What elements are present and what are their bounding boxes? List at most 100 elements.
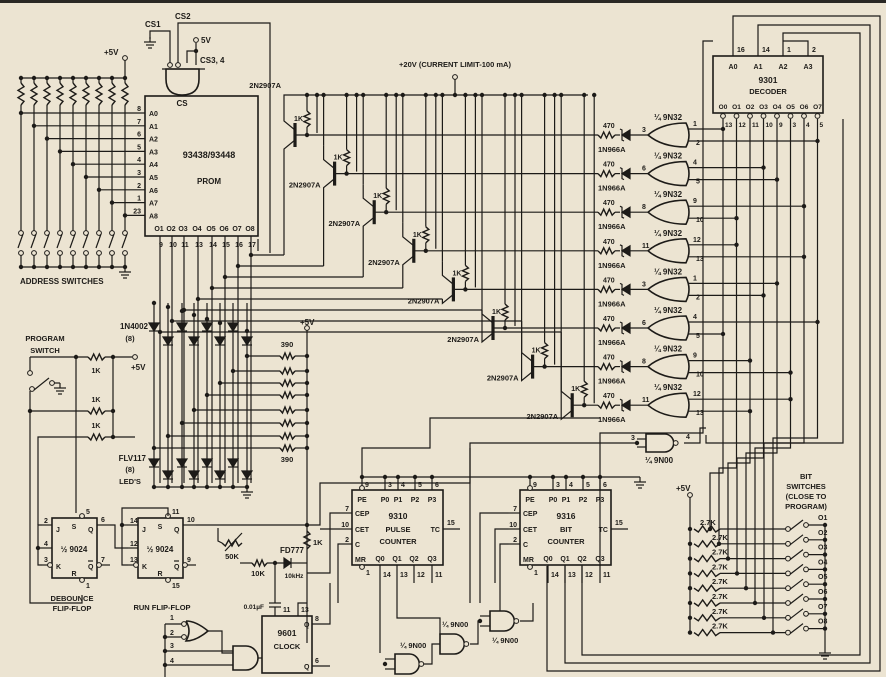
pin-label: Q3 (595, 556, 604, 563)
base-resistor (302, 110, 312, 128)
wire (337, 543, 340, 603)
inverter-bubble (79, 577, 85, 583)
series-resistor-label: 470 (603, 355, 615, 362)
pin-number: 5 (418, 482, 422, 489)
nand-gate-icon (439, 633, 466, 655)
resistor-label: 2.7K (712, 562, 728, 571)
decoder-output-label: O4 (773, 104, 782, 111)
switch-contact (96, 250, 102, 256)
pin-label: Q3 (427, 556, 436, 563)
pin-label: K (56, 564, 61, 571)
emitter-lead (323, 145, 335, 170)
decoder-output-label: O3 (759, 104, 768, 111)
resistor-10k (251, 558, 268, 568)
resistor-390 (279, 431, 296, 441)
pot-arrow (224, 532, 243, 552)
switch-contact (44, 250, 50, 256)
pulse-counter-chip: PE9P03P14P25P36CEP7CET10C2MR1Q014Q113Q21… (340, 474, 460, 583)
or-gate-icon (647, 122, 690, 148)
transistor-label: 2N2907A (249, 81, 281, 90)
resistor-label: 2.7K (712, 592, 728, 601)
switch-contact (803, 625, 809, 632)
decoder-pin-number: 1 (787, 47, 791, 54)
series-resistor (597, 168, 616, 179)
gate-pin-number: 9 (693, 353, 697, 360)
junction-dot (687, 600, 693, 606)
inverter-bubble (418, 661, 425, 667)
gate-pin-number: 3 (631, 435, 635, 442)
cs-and-gate-icon (165, 68, 200, 96)
wire (186, 43, 197, 63)
junction-dot (559, 92, 564, 98)
series-resistor-label: 470 (603, 123, 615, 130)
junction-dot (162, 634, 168, 640)
pin-label: A3 (149, 149, 158, 156)
junction-dot (687, 541, 693, 546)
pin-number: 4 (401, 482, 405, 489)
zener-diode-icon (619, 205, 625, 219)
resistor-390 (279, 390, 296, 400)
pullup-resistor (693, 613, 721, 622)
supply-label: +5V (676, 484, 691, 493)
resistor-label: 10K (251, 569, 265, 578)
pin-number: 14 (551, 572, 559, 579)
supply-terminal (193, 37, 199, 43)
switch-contact (70, 230, 76, 236)
decoder-output-label: O2 (746, 104, 755, 111)
pin-label: S (158, 524, 163, 531)
zener-label: 1N966A (598, 338, 626, 347)
pin-number: 2 (44, 518, 48, 525)
pullup-resistor (693, 598, 721, 608)
switch-contact (29, 386, 35, 392)
nand-label: ¼ 9N00 (400, 641, 426, 650)
series-resistor (597, 400, 616, 410)
switch-contact (785, 585, 791, 592)
pin-label: Q (174, 564, 180, 571)
pin-number: 11 (283, 607, 291, 614)
junction-dot (162, 648, 168, 654)
switch-contact (785, 570, 791, 577)
pin-label: A2 (149, 137, 158, 144)
collector-lead (283, 139, 296, 255)
counter-part-number: 9310 (389, 511, 408, 521)
pin-label: Q (88, 527, 94, 534)
decoder-output-line (745, 119, 778, 589)
collector-lead (560, 332, 573, 421)
emitter-lead (283, 107, 296, 131)
switch-contact (803, 596, 809, 602)
pullup-resistor (693, 554, 721, 563)
gate-pin-number: 10 (696, 217, 704, 224)
junction-dot (687, 556, 693, 561)
zener-diode-icon (620, 321, 631, 335)
inverter-bubble (79, 513, 85, 519)
resistor-label: 1K (92, 397, 101, 404)
prom-type: PROM (197, 177, 221, 186)
output-pin-label: O2 (166, 226, 175, 233)
address-switch (121, 233, 128, 249)
junction-dot (687, 586, 693, 591)
wire (520, 603, 534, 622)
switch-contact (57, 250, 63, 256)
wire (121, 507, 169, 566)
gate-pin-number: 1 (170, 615, 174, 622)
pin-label: P2 (411, 497, 420, 504)
decoder-output-pin: 13 (725, 122, 733, 129)
decoder-pin-number: 14 (762, 47, 770, 54)
pin-label: J (142, 527, 146, 534)
address-switch (30, 233, 37, 249)
pin-label: A1 (149, 124, 158, 131)
capacitor-label: 0.01µF (244, 604, 264, 611)
zener-diode-icon (620, 167, 631, 180)
collector-lead (323, 178, 335, 266)
inverter-bubble (787, 113, 794, 119)
pullup-resistor (94, 82, 104, 106)
gate-pin-number: 4 (693, 314, 697, 321)
output-pin-label: O8 (245, 226, 254, 233)
gate-pin-number: 6 (642, 166, 646, 173)
pin-number: 12 (585, 572, 593, 579)
switch-contact (18, 250, 24, 256)
switch-contact (18, 230, 24, 236)
zener-label: 1N966A (598, 222, 626, 231)
